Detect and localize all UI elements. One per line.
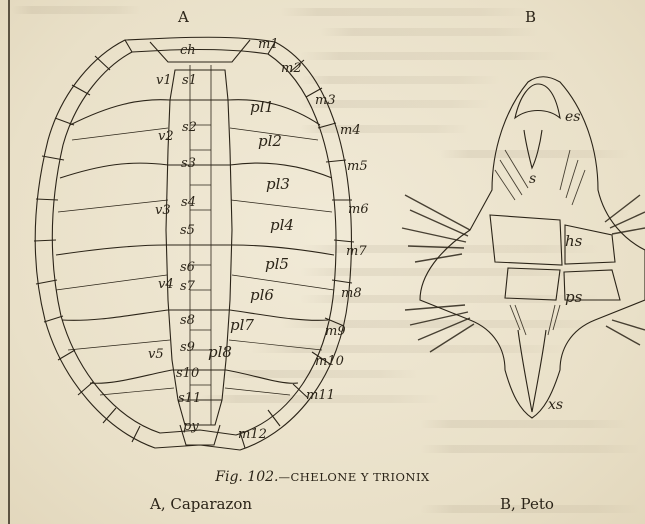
figure-b-heading: B xyxy=(525,10,536,25)
caption-figure-number: Fig. 102. xyxy=(215,469,278,485)
caption-title: —CHELONE Y TRIONIX xyxy=(278,470,429,484)
label-s: s xyxy=(529,172,536,186)
label-xs: xs xyxy=(548,398,563,412)
figure-caption: Fig. 102.—CHELONE Y TRIONIX xyxy=(0,470,645,484)
label-es: es xyxy=(565,110,580,124)
subcaption-a: A, Caparazon xyxy=(150,497,252,512)
label-ps: ps xyxy=(565,290,582,305)
subcaption-b: B, Peto xyxy=(500,497,554,512)
label-hs: hs xyxy=(565,234,582,249)
